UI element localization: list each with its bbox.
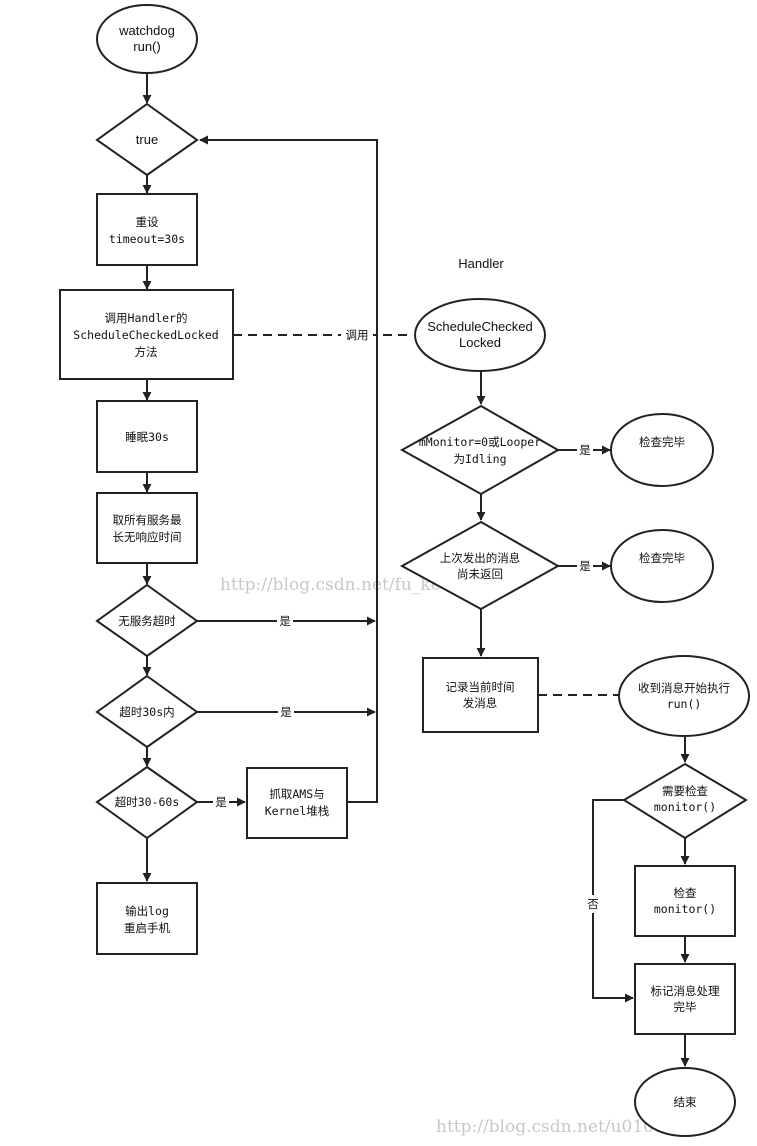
svg-text:重设: 重设 <box>136 215 159 229</box>
svg-text:方法: 方法 <box>135 345 158 359</box>
svg-text:检查: 检查 <box>674 886 697 900</box>
handler-title: Handler <box>458 256 504 271</box>
svg-text:取所有服务最: 取所有服务最 <box>113 513 182 527</box>
label-call: 调用 <box>346 328 369 342</box>
node-reset: 重设 timeout=30s <box>96 193 198 266</box>
label-yes-within30: 是 <box>280 705 292 719</box>
svg-text:mMonitor=0或Looper: mMonitor=0或Looper <box>419 435 541 449</box>
node-schedule-checked-locked: ScheduleChecked Locked <box>414 298 546 372</box>
svg-text:Locked: Locked <box>459 335 501 350</box>
node-output-log: 输出log 重启手机 <box>96 882 198 955</box>
node-record-time: 记录当前时间 发消息 <box>422 657 539 733</box>
svg-text:ScheduleChecked: ScheduleChecked <box>427 319 533 334</box>
svg-text:上次发出的消息: 上次发出的消息 <box>440 551 521 565</box>
svg-text:结束: 结束 <box>674 1095 697 1109</box>
node-capture-stack: 抓取AMS与 Kernel堆栈 <box>246 767 348 839</box>
label-yes-notimeout: 是 <box>279 614 291 628</box>
node-monitor-idling-decision: mMonitor=0或Looper 为Idling <box>399 404 561 496</box>
svg-text:需要检查: 需要检查 <box>662 784 708 798</box>
svg-text:发消息: 发消息 <box>463 696 498 710</box>
svg-text:检查完毕: 检查完毕 <box>639 435 685 449</box>
node-get-max-response-time: 取所有服务最 长无响应时间 <box>96 492 198 564</box>
svg-text:monitor(): monitor() <box>654 902 716 916</box>
edge-loop-back-to-true <box>199 135 378 803</box>
label-yes-monitor: 是 <box>579 443 591 457</box>
label-yes-3060: 是 <box>215 795 227 809</box>
node-last-msg-decision: 上次发出的消息 尚未返回 <box>399 520 561 611</box>
svg-text:monitor(): monitor() <box>654 800 716 814</box>
node-check-done-1: 检查完毕 <box>610 413 714 487</box>
label-no: 否 <box>587 897 599 911</box>
svg-text:timeout=30s: timeout=30s <box>109 232 185 246</box>
svg-text:run(): run() <box>667 697 702 711</box>
svg-text:长无响应时间: 长无响应时间 <box>113 530 182 544</box>
node-end: 结束 <box>634 1067 736 1137</box>
node-true-decision: true <box>95 102 199 177</box>
svg-text:watchdog: watchdog <box>118 23 175 38</box>
svg-text:完毕: 完毕 <box>674 1000 697 1014</box>
svg-text:收到消息开始执行: 收到消息开始执行 <box>638 681 730 695</box>
node-30-60s-decision: 超时30-60s <box>95 765 199 840</box>
svg-text:超时30s内: 超时30s内 <box>119 705 174 719</box>
label-yes-lastmsg: 是 <box>579 559 591 573</box>
svg-text:抓取AMS与: 抓取AMS与 <box>269 787 324 801</box>
node-check-monitor: 检查 monitor() <box>634 865 736 937</box>
svg-text:run(): run() <box>133 39 160 54</box>
svg-text:为Idling: 为Idling <box>453 452 506 466</box>
svg-text:调用Handler的: 调用Handler的 <box>105 311 188 325</box>
node-within-30s-decision: 超时30s内 <box>95 674 199 749</box>
node-receive-msg: 收到消息开始执行 run() <box>618 655 750 737</box>
svg-text:检查完毕: 检查完毕 <box>639 551 685 565</box>
node-call-handler: 调用Handler的 ScheduleCheckedLocked 方法 <box>59 289 234 380</box>
svg-text:标记消息处理: 标记消息处理 <box>651 984 720 998</box>
svg-text:无服务超时: 无服务超时 <box>118 614 176 628</box>
svg-text:Kernel堆栈: Kernel堆栈 <box>265 804 330 818</box>
svg-text:true: true <box>136 132 158 147</box>
node-mark-done: 标记消息处理 完毕 <box>634 963 736 1035</box>
svg-text:超时30-60s: 超时30-60s <box>115 795 180 809</box>
node-need-check-decision: 需要检查 monitor() <box>622 762 748 840</box>
svg-text:记录当前时间: 记录当前时间 <box>446 680 515 694</box>
svg-text:输出log: 输出log <box>125 904 169 918</box>
node-start: watchdog run() <box>96 4 198 74</box>
svg-text:尚未返回: 尚未返回 <box>457 567 503 581</box>
svg-text:重启手机: 重启手机 <box>124 921 170 935</box>
svg-text:睡眠30s: 睡眠30s <box>125 430 169 444</box>
node-no-timeout-decision: 无服务超时 <box>95 583 199 658</box>
node-check-done-2: 检查完毕 <box>610 529 714 603</box>
svg-text:ScheduleCheckedLocked: ScheduleCheckedLocked <box>73 328 218 342</box>
node-sleep: 睡眠30s <box>96 400 198 473</box>
